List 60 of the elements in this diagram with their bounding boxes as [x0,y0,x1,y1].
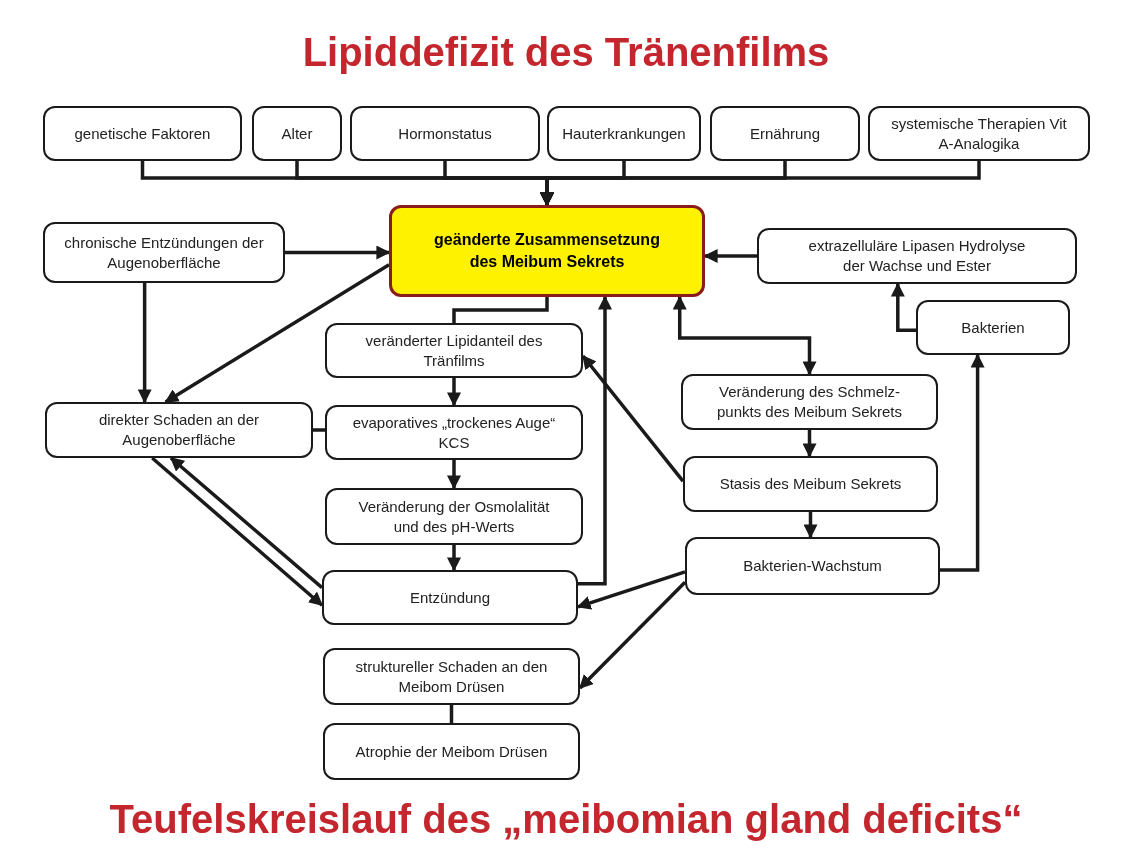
box-text: Entzündung [409,587,491,608]
process-box [916,300,1070,355]
process-box [547,106,701,161]
arrow [137,283,152,404]
arrow [447,378,461,407]
process-box [45,402,313,458]
arrow [672,295,817,376]
arrow [802,430,817,458]
box-text: Alter [281,123,313,144]
process-box [325,323,583,378]
arrow [285,245,391,260]
box-text: direkter Schaden an der Augenoberfläche [97,410,261,450]
box-text: Stasis des Meibum Sekrets [719,474,902,494]
arrow [447,460,461,490]
process-box [43,106,242,161]
box-text: chronische Entzündungen der Augenoberfläche [63,232,265,273]
process-box [681,374,938,430]
arrow [164,263,390,404]
arrow [169,456,324,589]
title: Lipiddefizit des Tränenfilms [301,29,831,76]
arrow [703,249,757,263]
arrow [576,570,686,610]
process-box [325,405,583,460]
box-text: Hauterkrankungen [562,123,686,144]
box-text: veränderter Lipidanteil des Tränfilms [364,330,544,371]
box-text: systemische Therapien Vit A-Analogika [890,113,1068,154]
caption: Teufelskreislauf des „meibomian gland deficits“ [108,796,1024,843]
process-box [43,222,285,283]
box-text: geänderte Zusammensetzung des Meibum Sekrets [433,230,661,272]
box-text: evaporatives „trockenes Auge“ KCS [351,412,557,453]
arrow [151,456,324,607]
box-text: Bakterien-Wachstum [743,556,882,576]
box-text: struktureller Schaden an den Meibom Drüsen [354,656,549,697]
process-box [350,106,540,161]
box-text: extrazelluläre Lipasen Hydrolyse der Wachse und Ester [807,236,1027,276]
process-box [252,106,342,161]
box-text: Ernährung [749,123,821,144]
process-box [323,648,580,705]
process-box [683,456,938,512]
process-box [323,723,580,780]
box-text: genetische Faktoren [74,123,211,144]
box-text: Veränderung des Schmelz- punkts des Meibum Sekrets [715,382,904,422]
process-box [757,228,1077,284]
box-text: Hormonstatus [398,123,492,144]
process-box [685,537,940,595]
process-box [868,106,1090,161]
highlighted-box [389,205,705,297]
box-text: Veränderung der Osmolalität und des pH-Werts [357,496,551,537]
arrow [890,282,916,332]
process-box [322,570,578,625]
arrow [578,295,612,586]
box-text: Bakterien [961,317,1025,338]
box-text: Atrophie der Meibom Drüsen [355,741,548,762]
arrow [940,353,985,572]
arrow [447,545,461,572]
arrow [581,354,685,483]
process-box [325,488,583,545]
process-box [710,106,860,161]
arrow [578,581,687,690]
arrow [803,512,818,539]
